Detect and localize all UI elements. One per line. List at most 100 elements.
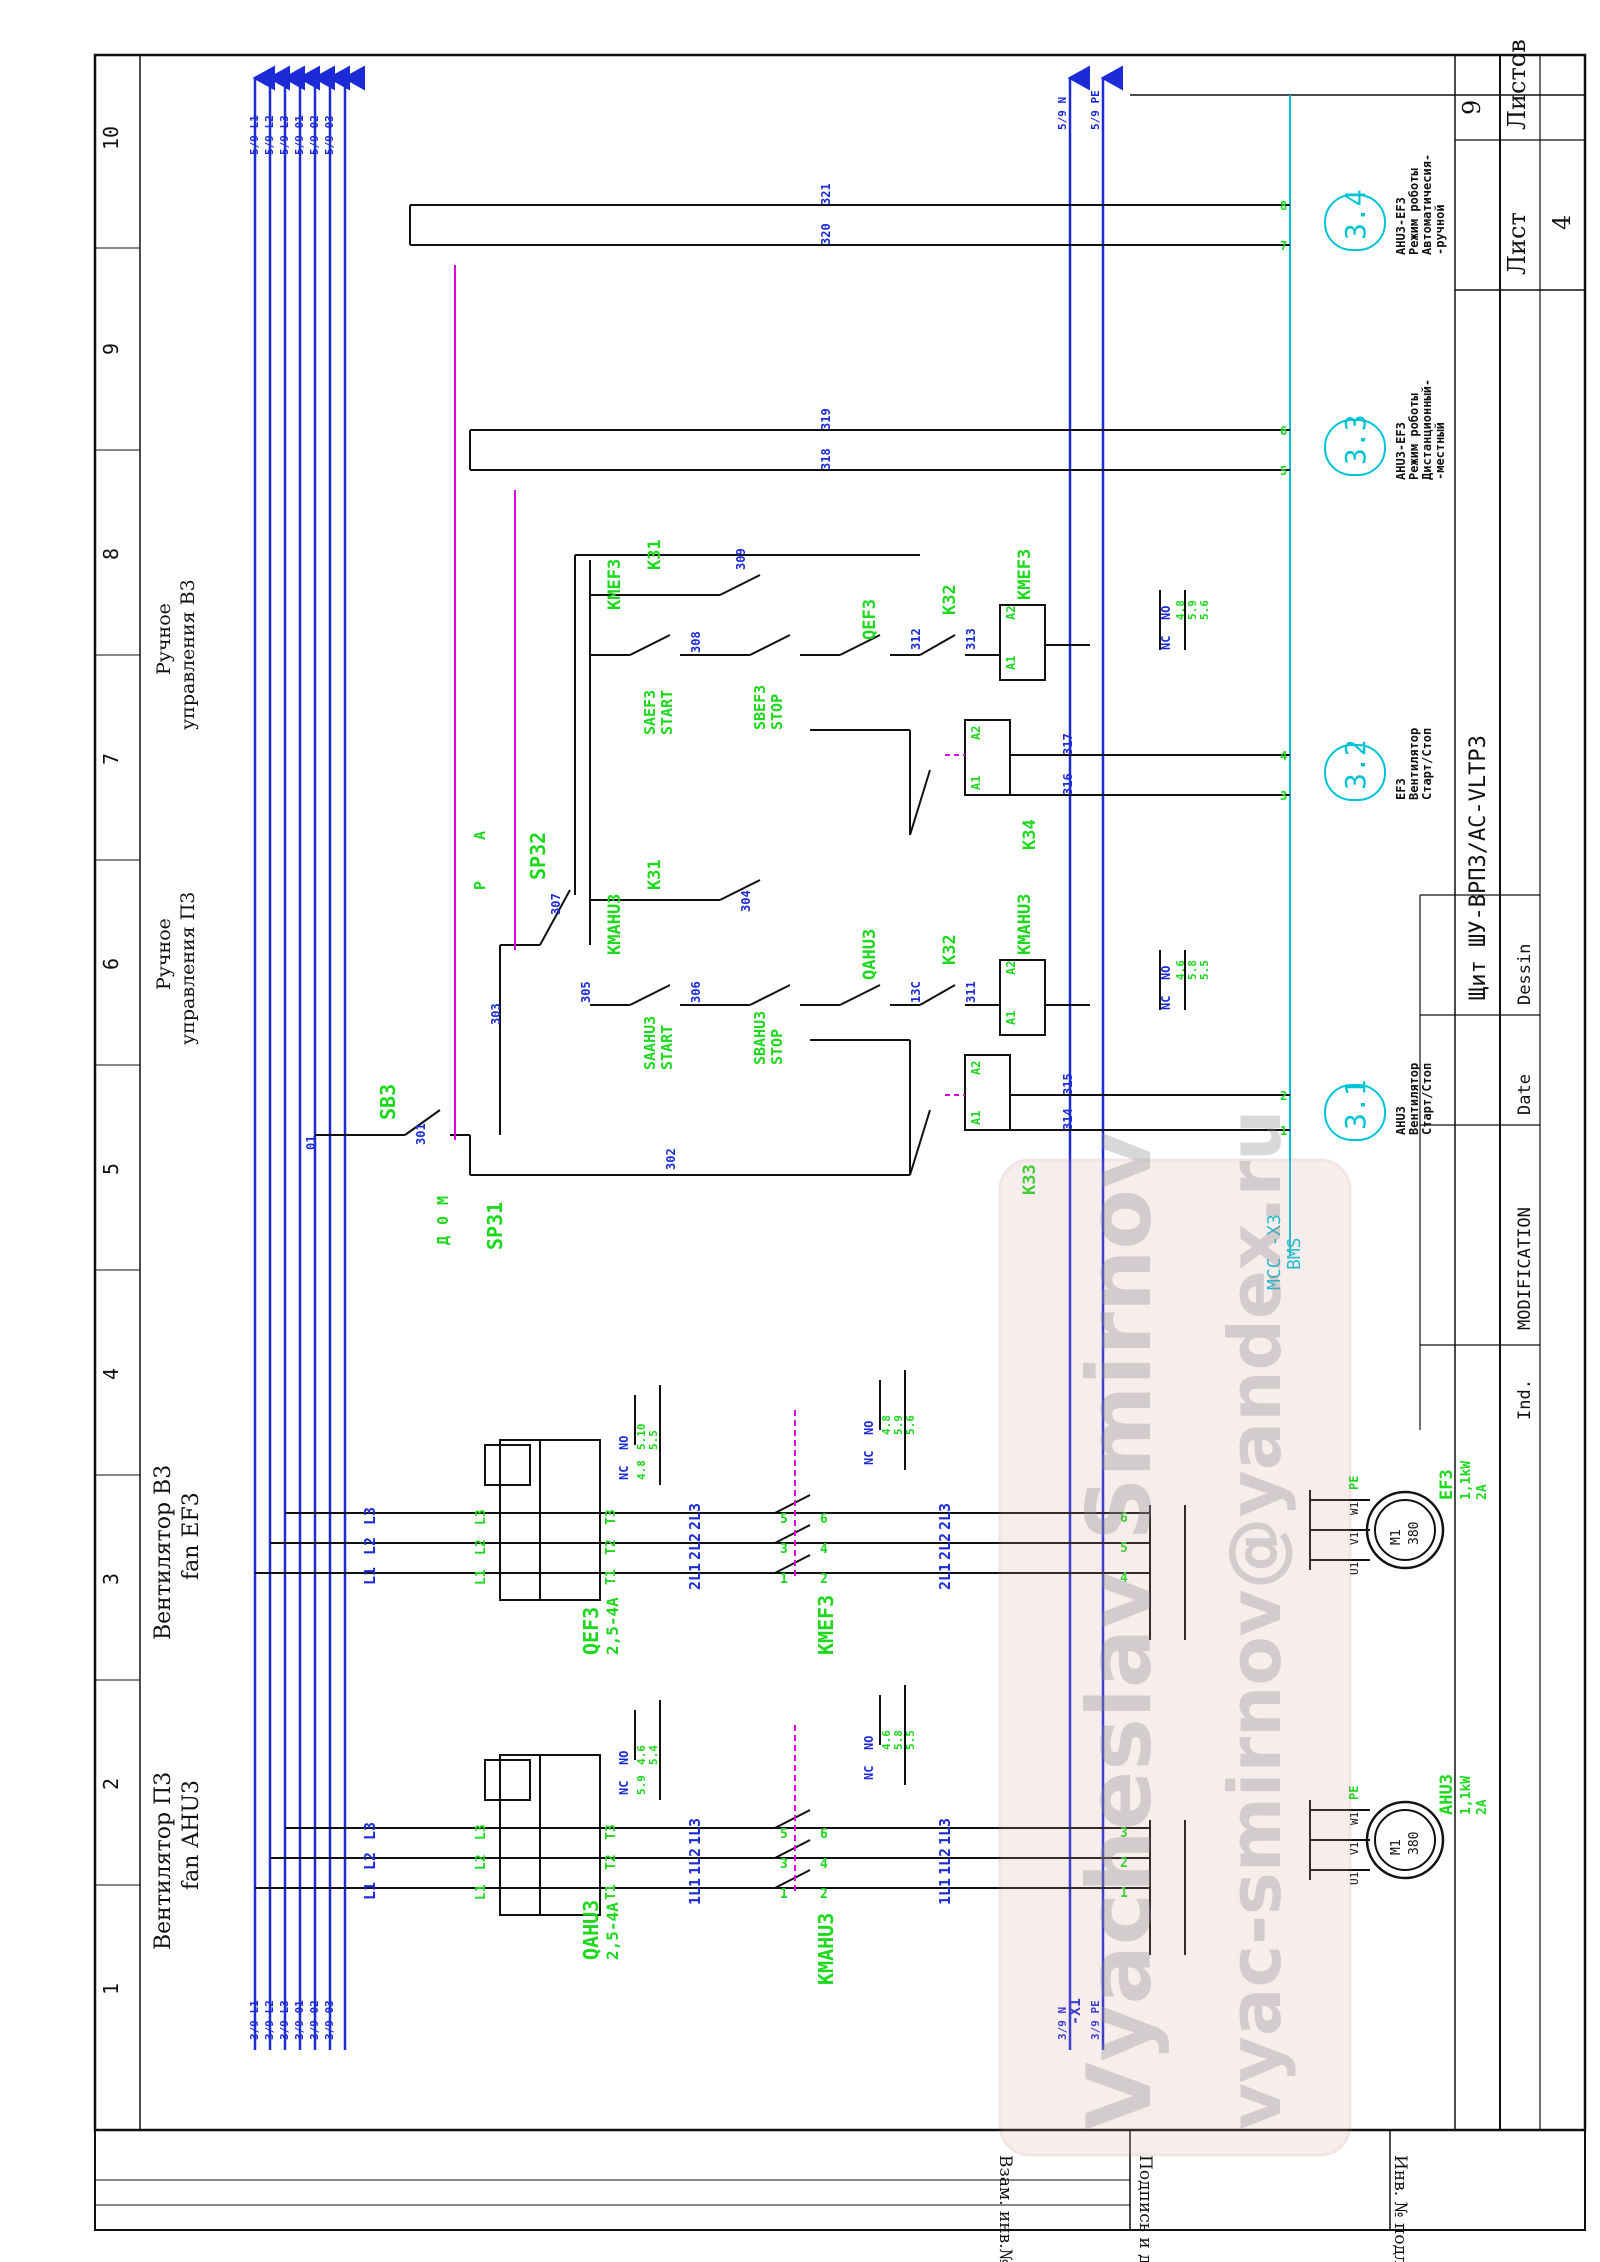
date-label: Date <box>1515 1074 1535 1115</box>
qahu3-label: QAHU3 <box>579 1900 603 1960</box>
ef-wire-1: 2L1 <box>686 1563 704 1590</box>
kmef3-coil-label: KMEF3 <box>1015 549 1035 600</box>
qahu-no: NO <box>617 1751 631 1765</box>
motor-ahu-name: AHU3 <box>1437 1774 1457 1815</box>
t34-line-1: AHU3-EF3 <box>1394 197 1408 255</box>
ef-wire-3b: 2L3 <box>936 1503 954 1530</box>
bus-lines <box>252 65 1123 2050</box>
saef3-label: SAEF3 <box>641 690 659 735</box>
coil-ef-ref-1: 4.8 <box>1174 600 1187 620</box>
kmahu-aux-1: 4.6 <box>880 1730 893 1750</box>
drawing-title: Щит ШУ-ВРП3/AC-VLTP3 <box>1466 735 1491 1000</box>
wire-308: 308 <box>689 631 703 653</box>
qef-l2: L2 <box>474 1539 489 1555</box>
sheet-label: Лист <box>1503 212 1531 275</box>
sp31-label: SP31 <box>483 1202 507 1250</box>
qef-t3: T3 <box>604 1509 619 1525</box>
wire-301: 301 <box>414 1123 428 1145</box>
x1-term-5: 5 <box>1120 1541 1128 1556</box>
motor-ahu-v: 380 <box>1407 1832 1422 1855</box>
qahu-l3: L3 <box>474 1824 489 1840</box>
drawing-frame <box>93 53 1587 2231</box>
k34-a1: A1 <box>969 776 983 790</box>
motor-ahu-pe: PE <box>1347 1786 1361 1800</box>
bus-labels: 3/9 L1 3/9 L2 3/9 L3 3/9 01 3/9 02 3/9 0… <box>248 90 1102 2040</box>
coil-ahu-a2: A2 <box>1004 961 1018 975</box>
qef-aux-1: 4.8 <box>635 1460 648 1480</box>
motor-ef-name: EF3 <box>1437 1469 1457 1500</box>
kmahu-nc: NC <box>862 1766 876 1780</box>
ahu-wire-1: 1L1 <box>686 1878 704 1905</box>
km-ef-pole-3: 3 <box>780 1542 788 1557</box>
t31-line-2: Вентилятор <box>1407 1063 1421 1135</box>
bus-right-03: 5/9 03 <box>323 115 336 155</box>
heading-fan-ef-2: fan EF3 <box>179 1492 204 1580</box>
control-labels: SB3 SP31 Д 0 М SP32 P A SAAHU3 START SBA… <box>304 183 1211 1250</box>
qahu-nc: NC <box>617 1781 631 1795</box>
qahu3-rating: 2,5-4A <box>603 1902 622 1960</box>
col-7: 7 <box>99 753 123 765</box>
bus-right-l2: 5/9 L2 <box>263 115 276 155</box>
t33-line-2: Режим роботы <box>1407 393 1421 480</box>
column-markers <box>95 247 140 1886</box>
k34-a2: A2 <box>969 726 983 740</box>
t33-line-1: AHU3-EF3 <box>1394 422 1408 480</box>
sbef3-stop: STOP <box>768 694 786 730</box>
motor-ef-kw: 1,1kW <box>1459 1461 1474 1500</box>
kmef-nc: NC <box>862 1451 876 1465</box>
col-8: 8 <box>99 548 123 560</box>
ahu-in-l2: L2 <box>361 1852 379 1870</box>
qef-l1: L1 <box>474 1569 489 1585</box>
bms-terminal-3-1: 3.1 <box>1339 1079 1372 1130</box>
qahu-l1: L1 <box>474 1884 489 1900</box>
wire-13c: 13C <box>909 981 923 1003</box>
sp32-pos-a: A <box>471 831 489 840</box>
coil-ahu-nc: NC <box>1159 996 1173 1010</box>
heading-man-v3-1: Ручное <box>153 603 175 675</box>
motor-ahu-w1: W1 <box>1348 1812 1361 1825</box>
qef-nc: NC <box>617 1466 631 1480</box>
k31-label-2: K31 <box>645 539 665 570</box>
ef-wire-3: 2L3 <box>686 1503 704 1530</box>
k32-label-1: K32 <box>940 934 960 965</box>
sp32-label: SP32 <box>526 832 550 880</box>
kmahu-no: NO <box>862 1736 876 1750</box>
ahu-in-l1: L1 <box>361 1882 379 1900</box>
t32-line-3: Старт/Стоп <box>1420 728 1434 800</box>
saahu3-label: SAAHU3 <box>641 1016 659 1070</box>
sp31-pos-d: Д <box>434 1236 452 1245</box>
x1-term-4: 4 <box>1120 1571 1128 1586</box>
saef3-start: START <box>658 690 676 735</box>
bus-pe-left: 3/9 PE <box>1089 2000 1102 2040</box>
qef-no: NO <box>617 1436 631 1450</box>
x1-label: -X1 <box>1066 1998 1084 2025</box>
sp32-pos-p: P <box>471 881 489 890</box>
col-10: 10 <box>99 126 123 150</box>
heading-man-p3-1: Ручное <box>153 918 175 990</box>
wire-303: 303 <box>489 1003 503 1025</box>
motor-ahu-v1: V1 <box>1348 1842 1361 1855</box>
selector-links <box>454 265 965 1140</box>
km-ef-pole-6: 6 <box>820 1512 828 1527</box>
motor-ef-m: M1 <box>1389 1529 1404 1545</box>
wire-319: 319 <box>819 408 833 430</box>
ef-in-l3: L3 <box>361 1507 379 1525</box>
coil-ahu-ref-1: 4.6 <box>1174 960 1187 980</box>
stamp-vzam: Взам. инв.№ <box>995 2155 1015 2262</box>
kmef-aux-1: 4.8 <box>880 1415 893 1435</box>
x1-term-3: 3 <box>1120 1826 1128 1841</box>
wire-304: 304 <box>739 890 753 912</box>
modification-label: MODIFICATION <box>1515 1207 1535 1330</box>
k32-label-2: K32 <box>940 584 960 615</box>
watermark-email: vyac-smirnov@yandex.ru <box>1213 1110 1297 2130</box>
wire-318: 318 <box>819 448 833 470</box>
t31-term-2: 2 <box>1280 1089 1287 1103</box>
kmef3-label: KMEF3 <box>814 1595 838 1655</box>
heading-fan-ef-1: Вентилятор В3 <box>151 1465 176 1640</box>
motor-ahu-a: 2A <box>1475 1799 1490 1815</box>
title-block: Щит ШУ-ВРП3/AC-VLTP3 Лист 4 Листов 9 Ind… <box>1458 39 1576 1420</box>
k33-a1: A1 <box>969 1111 983 1125</box>
t31-line-3: Старт/Стоп <box>1420 1063 1434 1135</box>
bms-label: BMS <box>1284 1237 1305 1270</box>
motor-ahu-m: M1 <box>1389 1839 1404 1855</box>
